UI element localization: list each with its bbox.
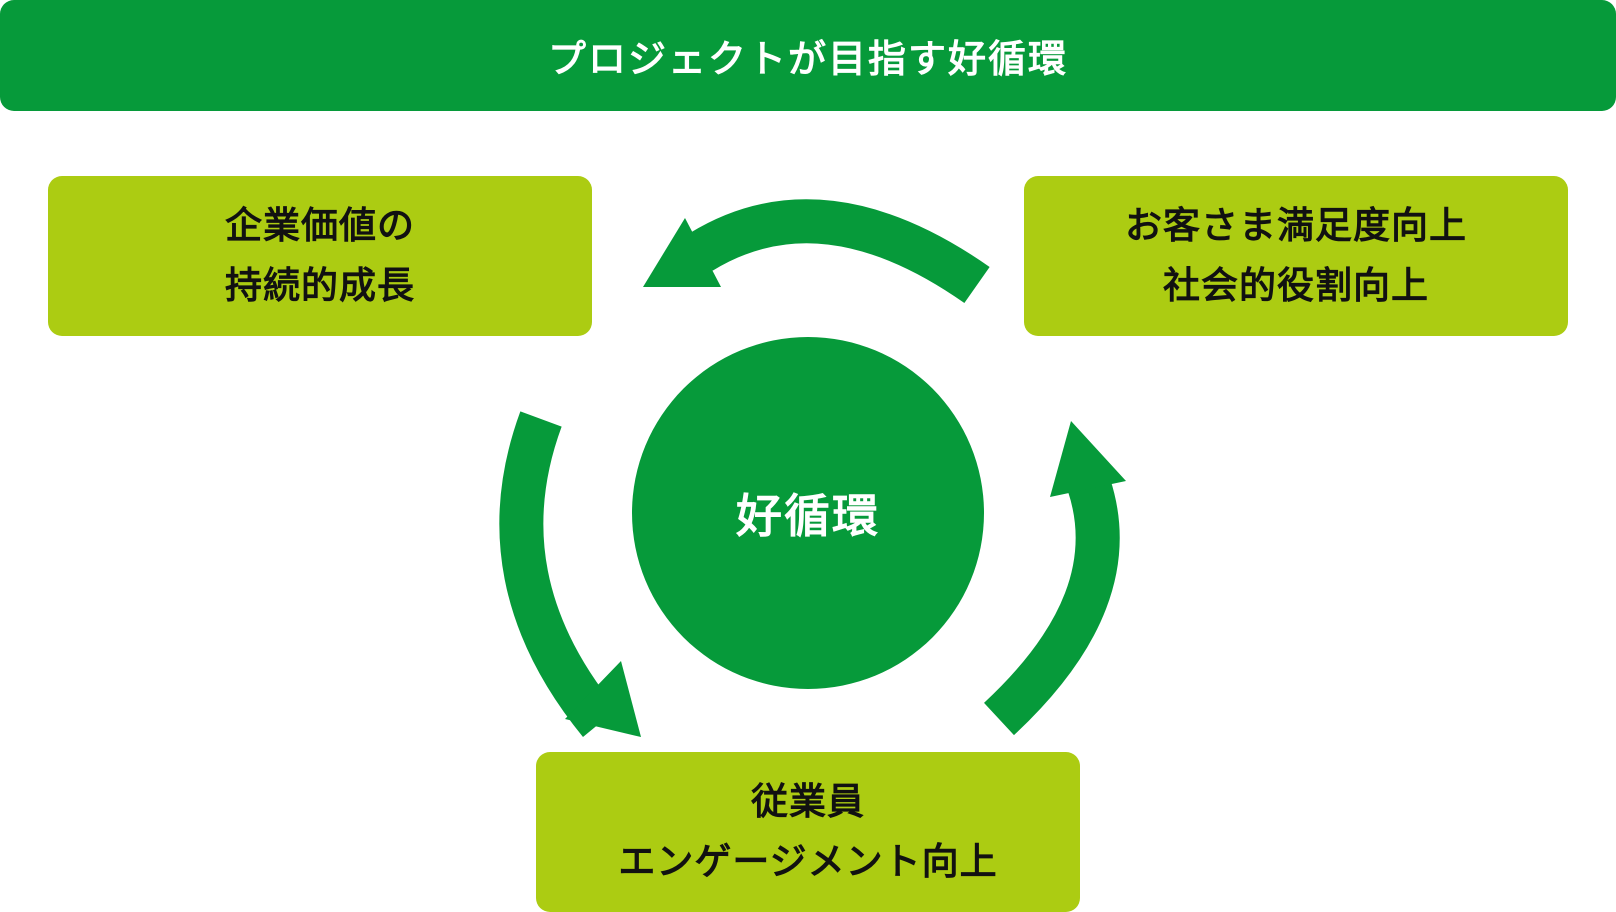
arrow-right [983,478,1120,736]
node-customer-satisfaction-line1: お客さま満足度向上 [1125,204,1467,247]
arrow-top [689,199,990,304]
arrow-left [499,411,618,737]
node-corporate-value-line2: 持続的成長 [225,264,415,307]
node-corporate-value-line1: 企業価値の [225,204,415,247]
node-employee-engagement-line1: 従業員 [751,780,865,823]
diagram-title: プロジェクトが目指す好循環 [0,0,1616,111]
arrow-right-head [1050,421,1126,497]
node-customer-satisfaction-line2: 社会的役割向上 [1163,264,1429,307]
arrow-top-head [643,218,721,287]
center-label: 好循環 [736,489,880,543]
node-employee-engagement-line2: エンゲージメント向上 [618,840,998,883]
node-customer-satisfaction: お客さま満足度向上 社会的役割向上 [1024,176,1568,336]
center-circle: 好循環 [632,337,984,689]
arrow-left-head [565,661,641,737]
node-employee-engagement: 従業員 エンゲージメント向上 [536,752,1080,912]
diagram-title-text: プロジェクトが目指す好循環 [547,37,1068,81]
node-corporate-value: 企業価値の 持続的成長 [48,176,592,336]
